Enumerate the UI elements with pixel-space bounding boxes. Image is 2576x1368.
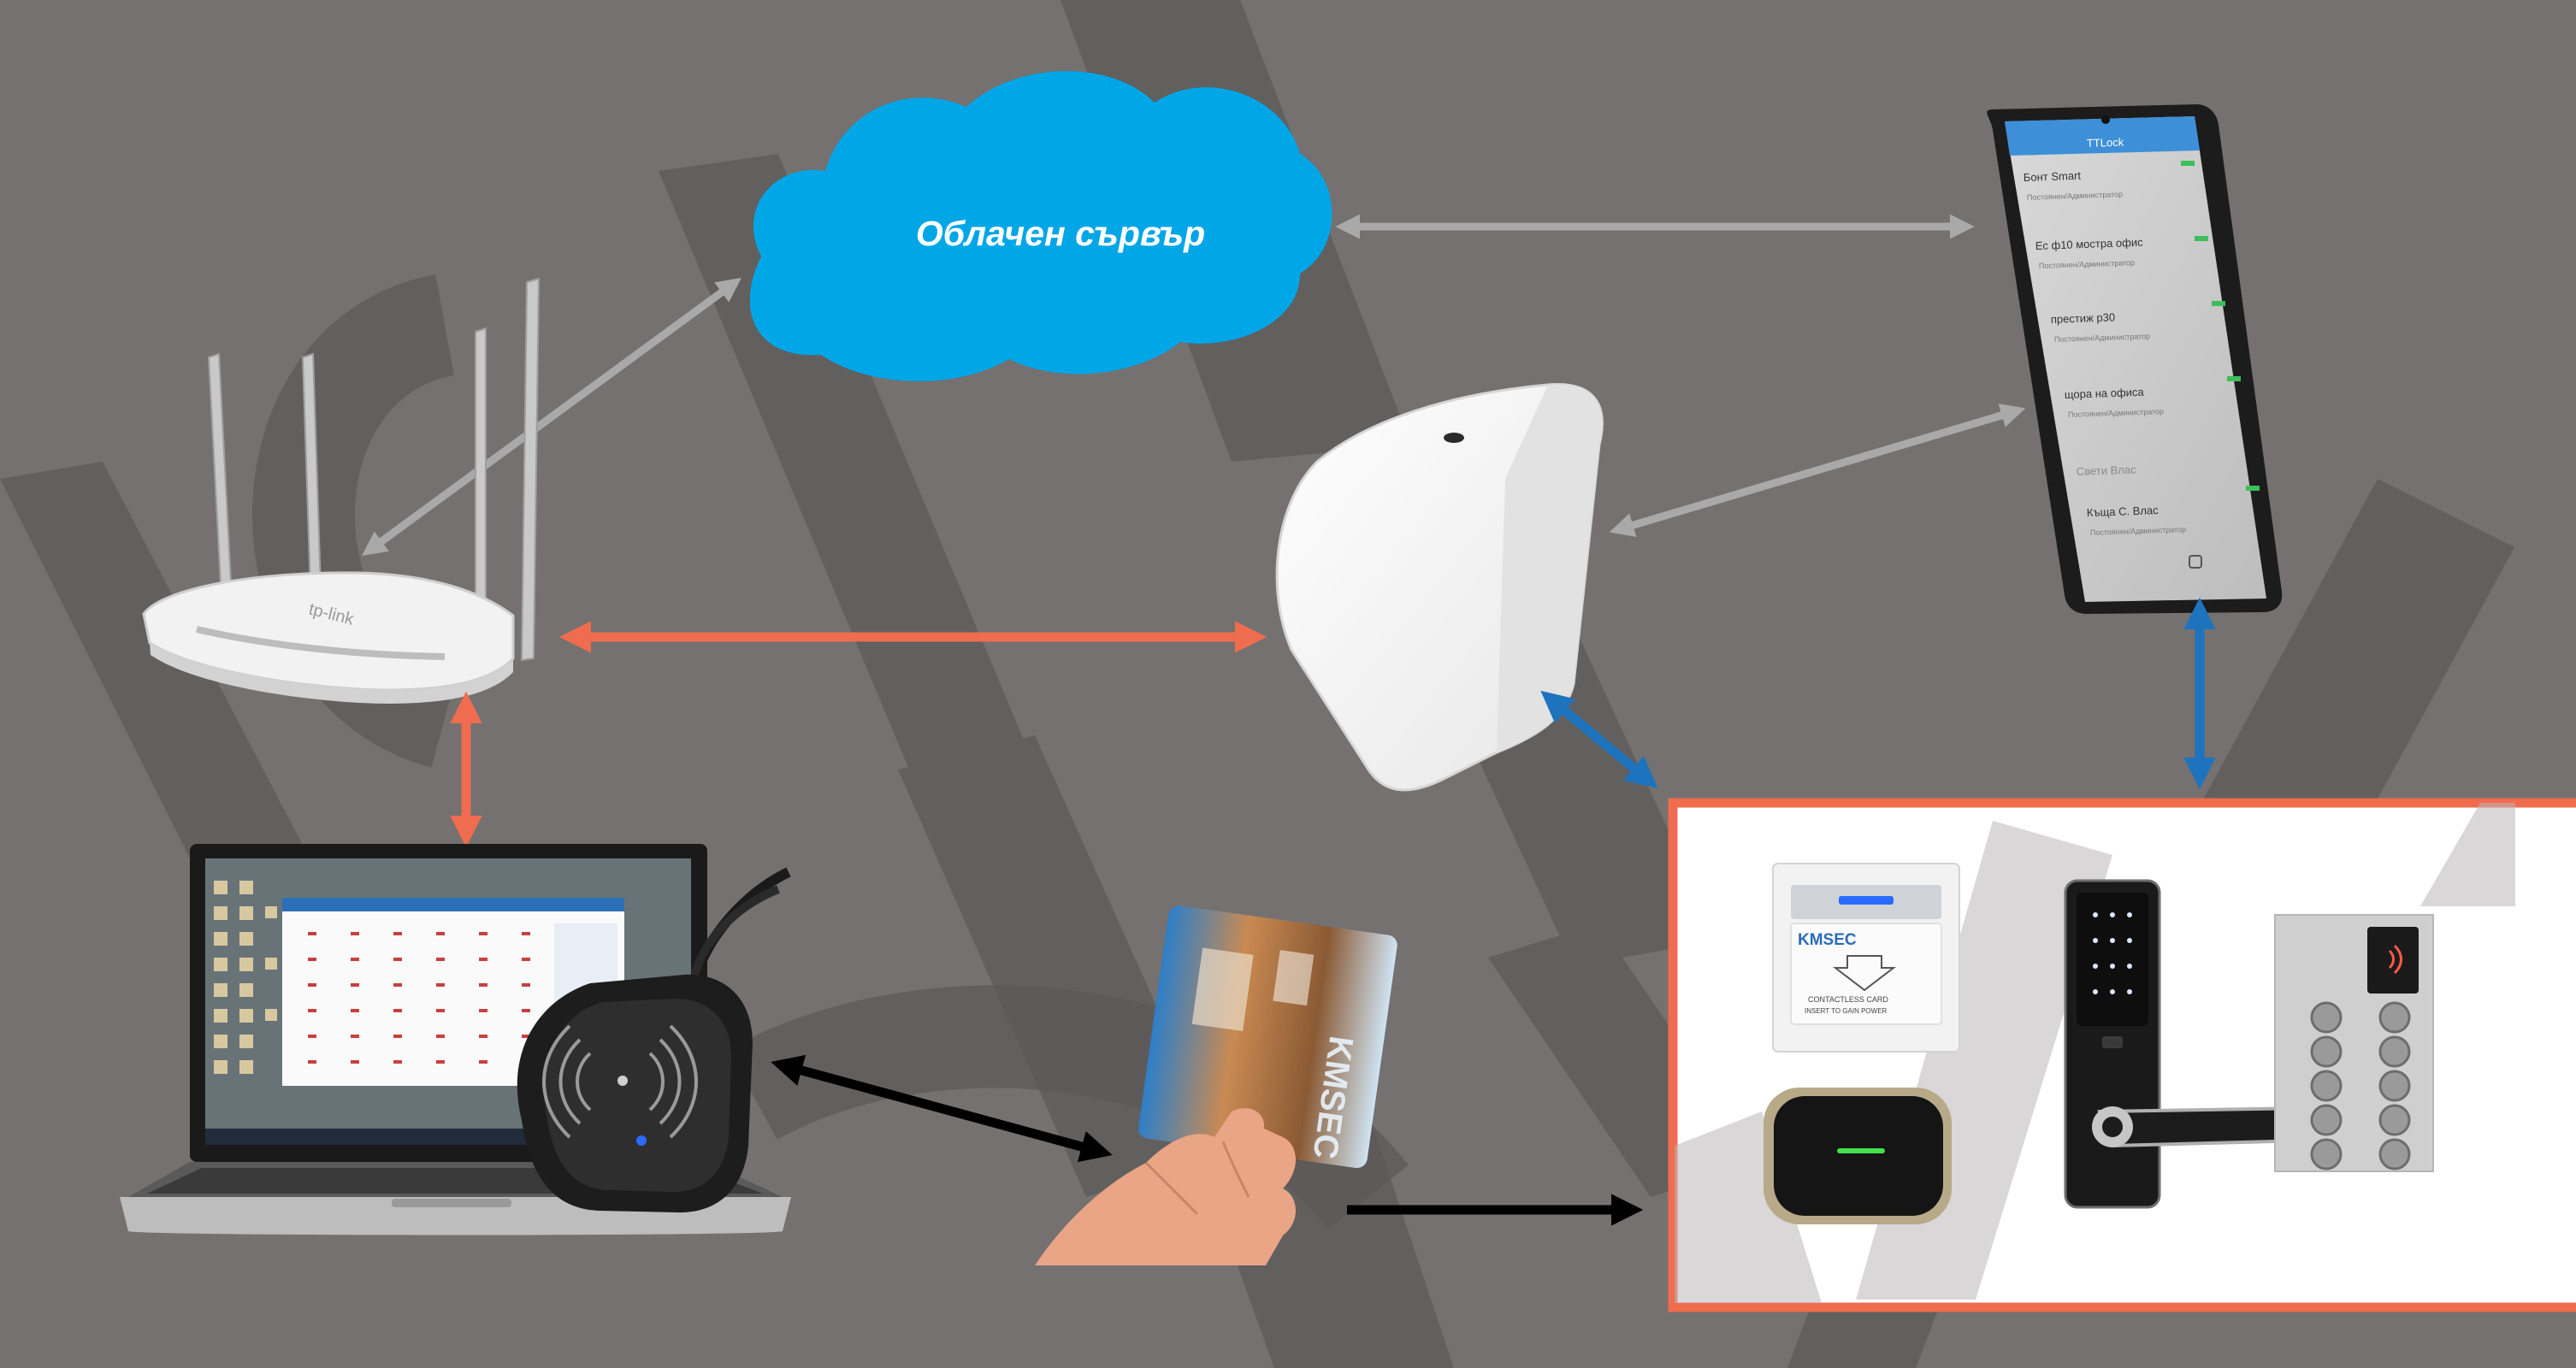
hand [1035, 1108, 1296, 1265]
reader-led [636, 1135, 647, 1146]
smart-door-lock [2064, 879, 2325, 1209]
phone-app-title: TTLock [2087, 135, 2124, 150]
phone-item-2: престиж р30 [2051, 310, 2116, 326]
keypad-digits [2093, 912, 2132, 994]
arrow-reader-card [771, 1054, 1113, 1163]
switch-line-2: INSERT TO GAIN POWER [1805, 1007, 1888, 1015]
arrow-router-cloud [362, 277, 741, 557]
phone-item-1-sub: Постоянен/Администратор [2039, 258, 2136, 270]
switch-line-1: CONTACTLESS CARD [1808, 995, 1888, 1004]
phone-lock-list: Бонт Smart Постоянен/Администратор Ес ф1… [2024, 169, 2187, 537]
phone-item-3: щора на офиса [2065, 386, 2145, 401]
router-antennas [207, 277, 541, 662]
arrow-hub-devices [1540, 690, 1658, 789]
elevator-nfc-icon [2388, 944, 2402, 975]
phone-item-4: Свети Влас [2077, 463, 2137, 478]
phone-item-2-sub: Постоянен/Администратор [2054, 332, 2151, 344]
elevator-control-panel [2274, 914, 2434, 1172]
laptop-desktop-icons [214, 881, 277, 1074]
phone-battery-indicators [2181, 161, 2260, 491]
laptop-screen-table [308, 932, 530, 1064]
nfc-wave-icon [542, 1024, 698, 1139]
phone-item-3-sub: Постоянен/Администратор [2068, 407, 2165, 419]
rfid-card [1138, 905, 1397, 1169]
router: tp-link [142, 277, 541, 704]
cloud-icon [749, 71, 1332, 381]
switch-brand: KMSEC [1798, 931, 1857, 949]
blue-arrows [1540, 597, 2216, 790]
down-arrow-icon [1833, 955, 1896, 992]
arrow-hub-phone [1609, 403, 2026, 538]
card-energy-switch: KMSEC CONTACTLESS CARD INSERT TO GAIN PO… [1772, 863, 1960, 1053]
cloud-server [749, 71, 1332, 381]
phone-item-5: Къща С. Влас [2087, 504, 2159, 519]
phone-home-button [2189, 555, 2202, 569]
phone-item-5-sub: Постоянен/Администратор [2090, 525, 2187, 537]
orange-arrows [450, 621, 1267, 848]
phone-item-0-sub: Постоянен/Администратор [2027, 190, 2124, 202]
smartphone: TTLock Бонт Smart Постоянен/Администрато… [1987, 104, 2283, 614]
router-body [142, 571, 515, 692]
hub-slot [1444, 433, 1464, 443]
elevator-buttons [2310, 1001, 2411, 1170]
reader-green-led [1837, 1148, 1885, 1153]
cloud-server-label: Облачен сървър [915, 214, 1206, 253]
phone-item-1: Ес ф10 мостра офис [2035, 236, 2144, 252]
gray-arrows [362, 214, 2026, 557]
black-arrows [771, 1054, 1644, 1226]
rfid-reader [517, 867, 791, 1213]
gateway-hub [1275, 383, 1604, 792]
rfid-card-in-hand: KMSEC [1035, 905, 1397, 1265]
phone-item-0: Бонт Smart [2024, 169, 2082, 184]
wall-card-reader [1764, 1088, 1952, 1224]
